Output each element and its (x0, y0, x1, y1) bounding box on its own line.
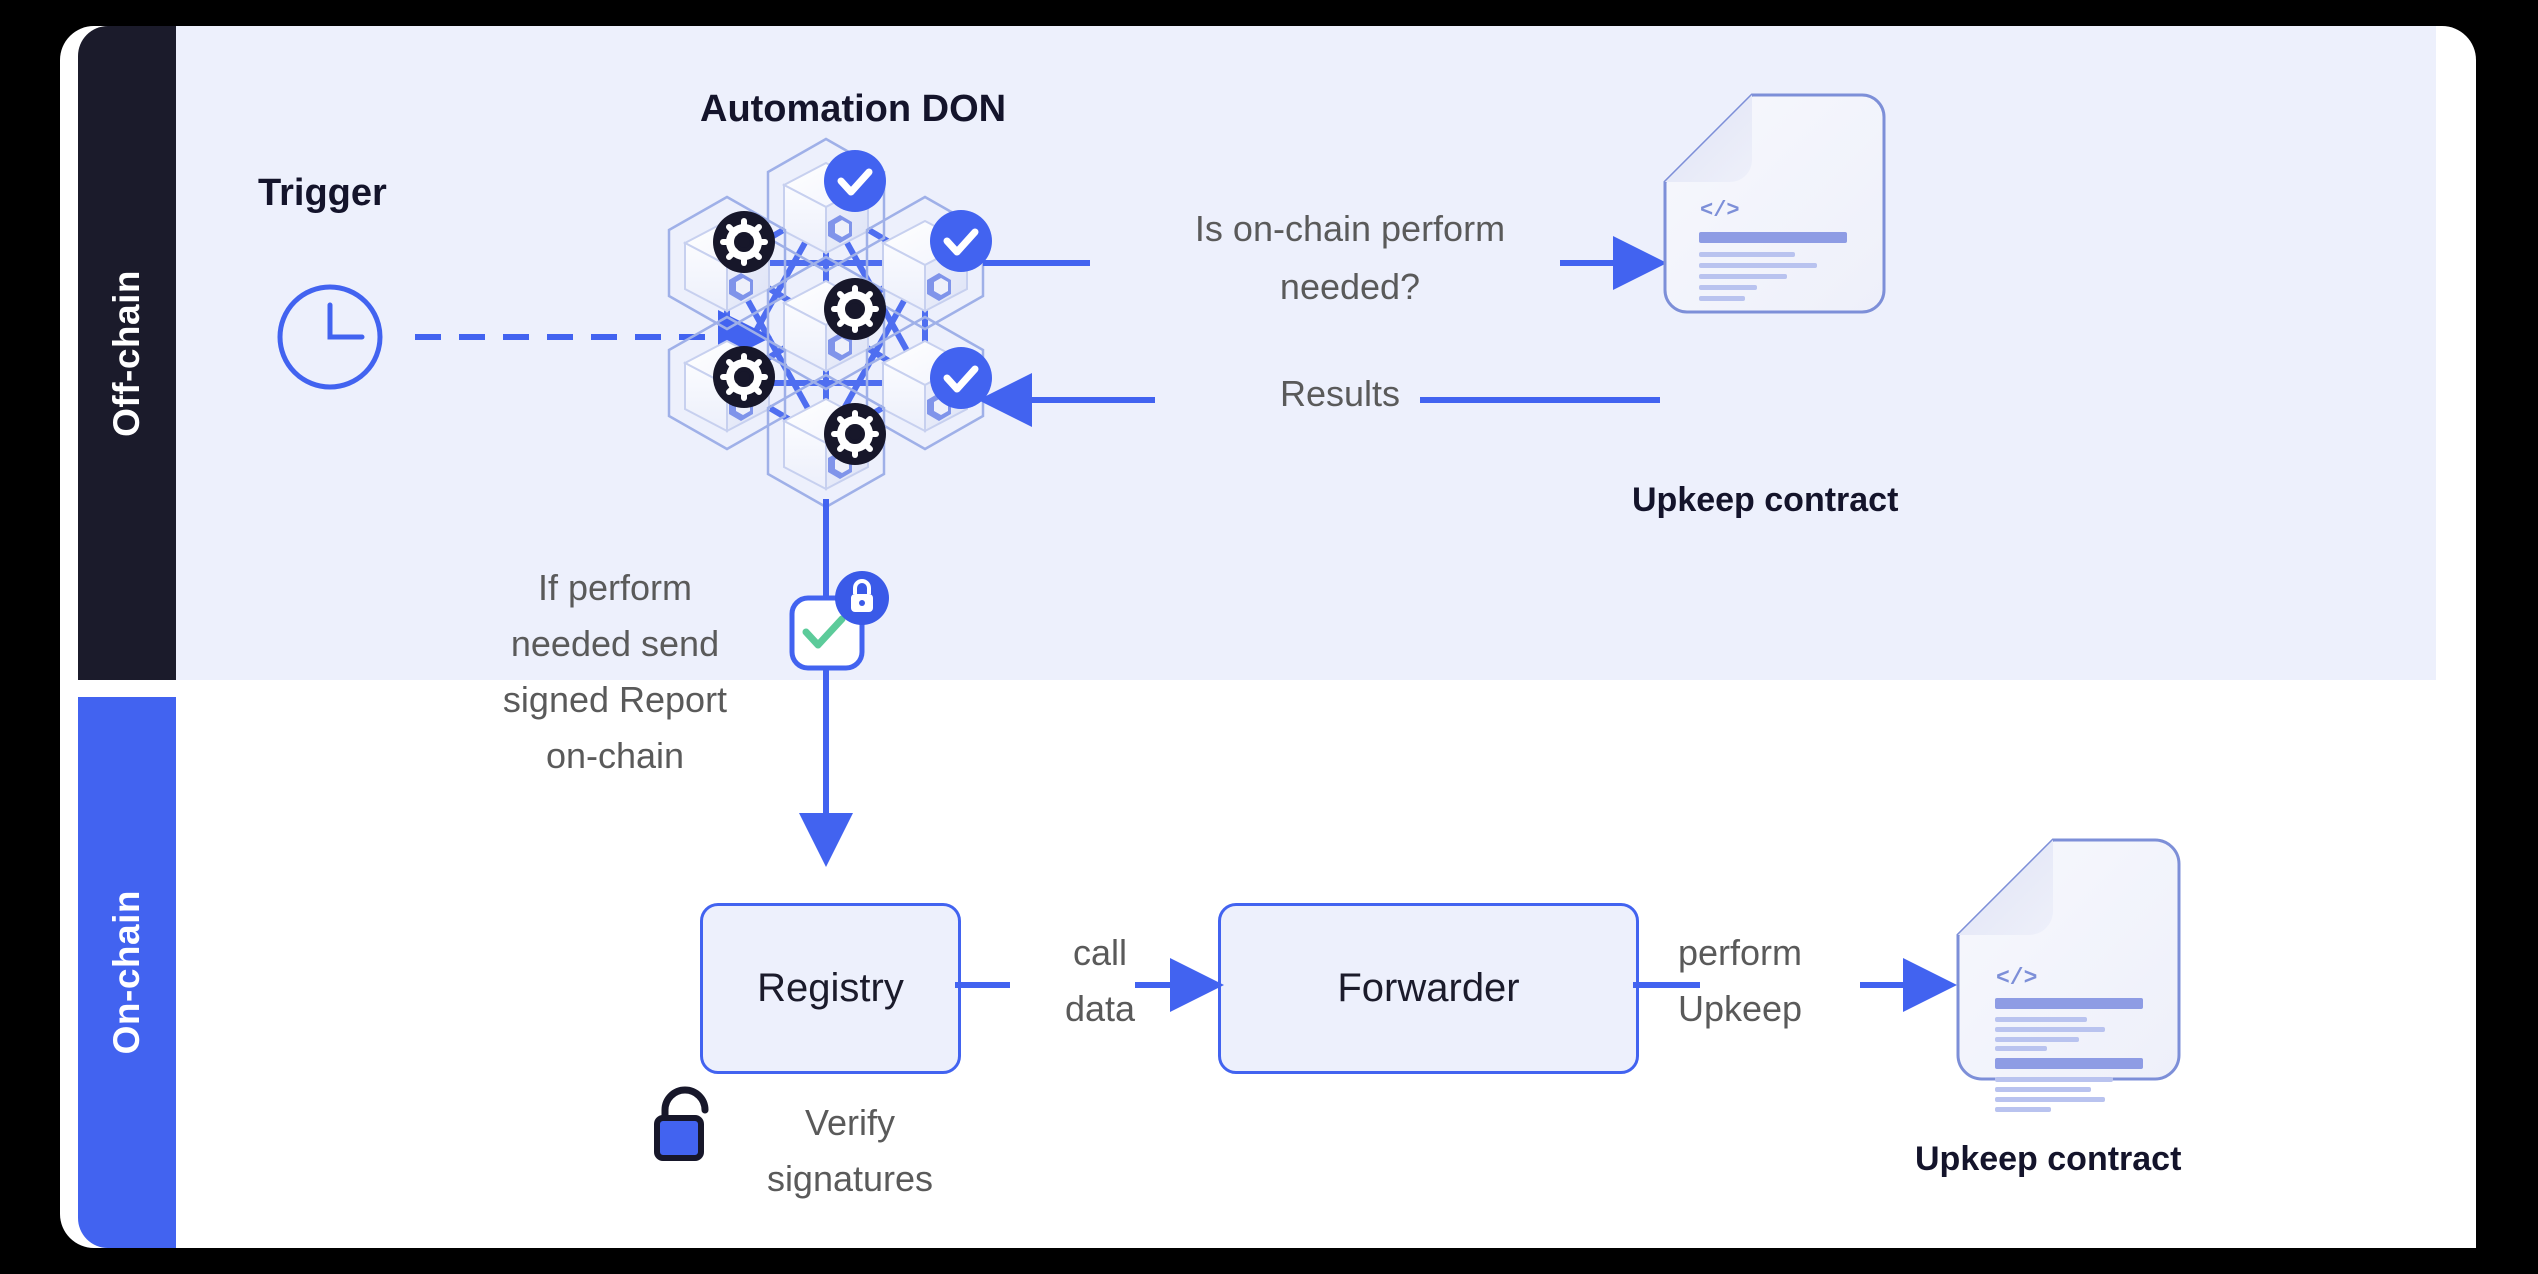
rail-offchain-label: Off-chain (106, 269, 147, 437)
registry-label: Registry (757, 966, 904, 1010)
forwarder-box[interactable]: Forwarder (1218, 903, 1639, 1074)
rail-onchain-label: On-chain (106, 890, 147, 1055)
upkeep-contract-label-onchain: Upkeep contract (1915, 1140, 2182, 1178)
results-label: Results (1279, 373, 1401, 414)
forwarder-label: Forwarder (1337, 966, 1520, 1010)
rail-offchain: Off-chain (78, 26, 176, 680)
verify-signatures-label: Verify signatures (766, 1102, 934, 1199)
trigger-label: Trigger (258, 172, 387, 214)
rail-onchain: On-chain (78, 697, 176, 1248)
upkeep-contract-label-offchain: Upkeep contract (1632, 481, 1899, 519)
don-title: Automation DON (700, 88, 1007, 130)
signed-report-label: If perform needed send signed Report on-… (502, 567, 728, 776)
call-data-label: call data (1064, 932, 1136, 1029)
offchain-panel (176, 26, 2436, 680)
question-label: Is on-chain perform needed? (1194, 208, 1506, 307)
registry-box[interactable]: Registry (700, 903, 961, 1074)
perform-upkeep-label: perform Upkeep (1677, 932, 1803, 1029)
